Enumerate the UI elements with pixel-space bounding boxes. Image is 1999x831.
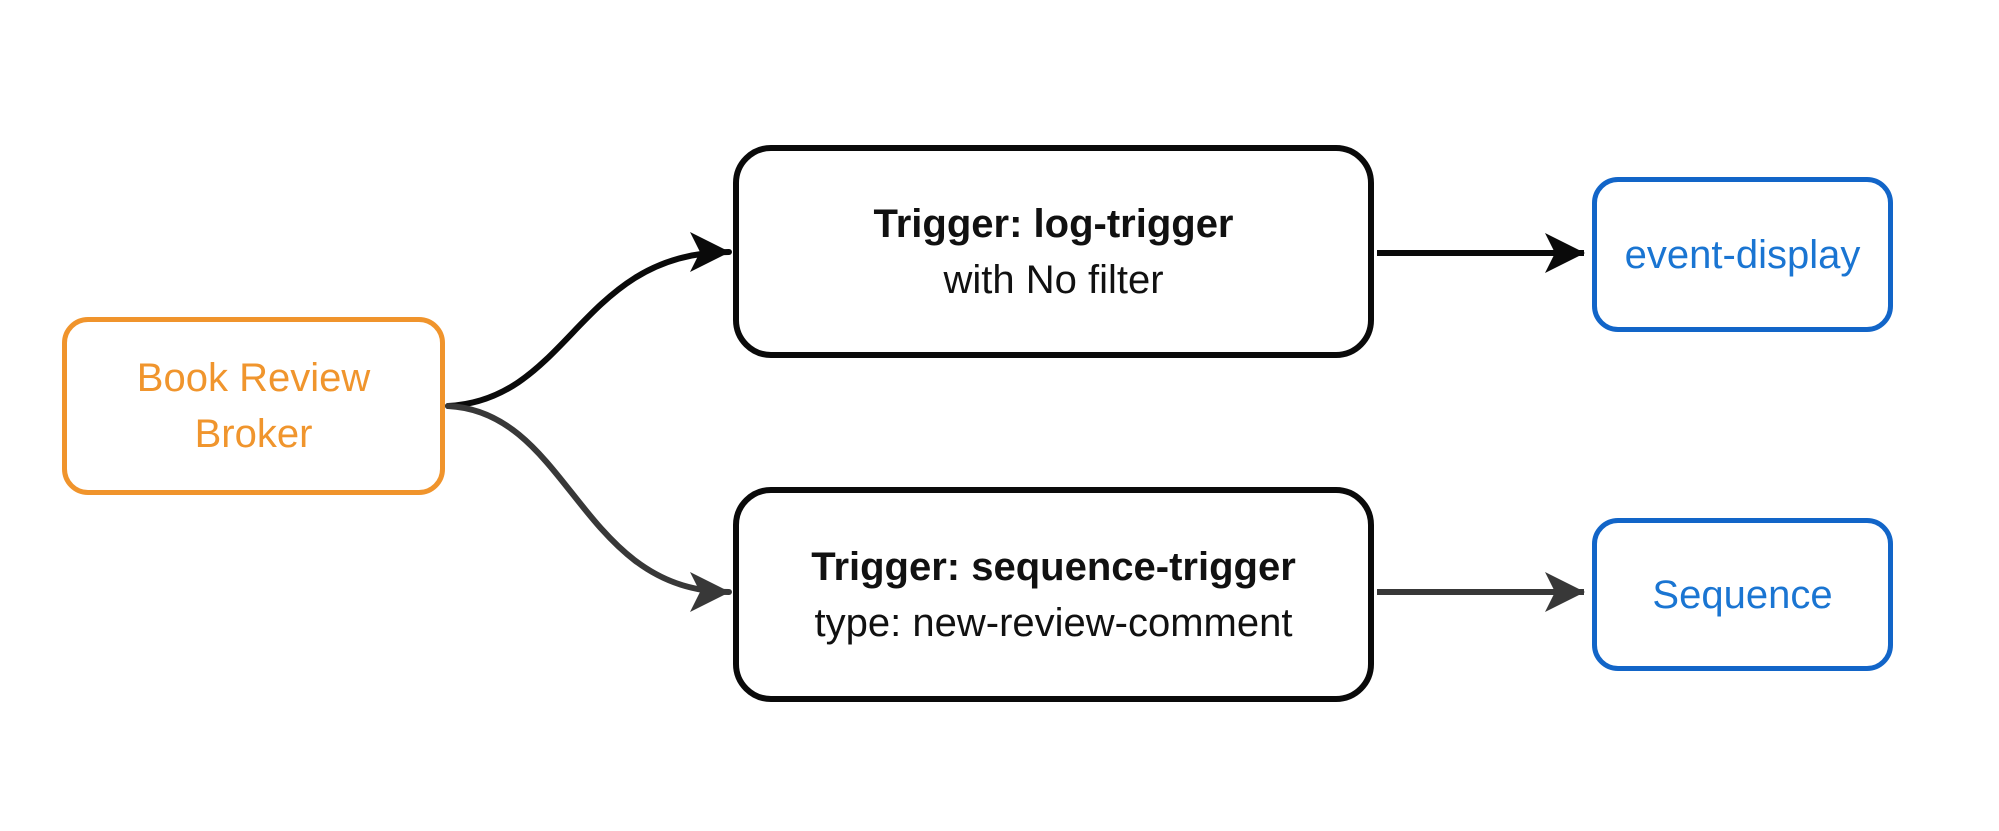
sequence-label: Sequence: [1652, 572, 1833, 617]
event-display-node: event-display: [1592, 177, 1893, 332]
log-trigger-title: Trigger: log-trigger: [873, 201, 1234, 246]
edge-broker-to-sequence-trigger: [445, 403, 732, 612]
sequence-trigger-node: Trigger: sequence-trigger type: new-revi…: [733, 487, 1374, 702]
sequence-trigger-title: Trigger: sequence-trigger: [811, 544, 1296, 589]
broker-label-line-1: Book Review: [136, 356, 371, 400]
broker-label-line-2: Broker: [194, 412, 313, 456]
log-trigger-node: Trigger: log-trigger with No filter: [733, 145, 1374, 358]
log-trigger-subtitle: with No filter: [943, 257, 1164, 302]
event-display-label: event-display: [1624, 232, 1861, 277]
edge-broker-to-log-trigger: [445, 232, 732, 409]
sequence-node: Sequence: [1592, 518, 1893, 671]
sequence-trigger-subtitle: type: new-review-comment: [814, 600, 1293, 645]
broker-node: Book Review Broker: [62, 317, 445, 495]
